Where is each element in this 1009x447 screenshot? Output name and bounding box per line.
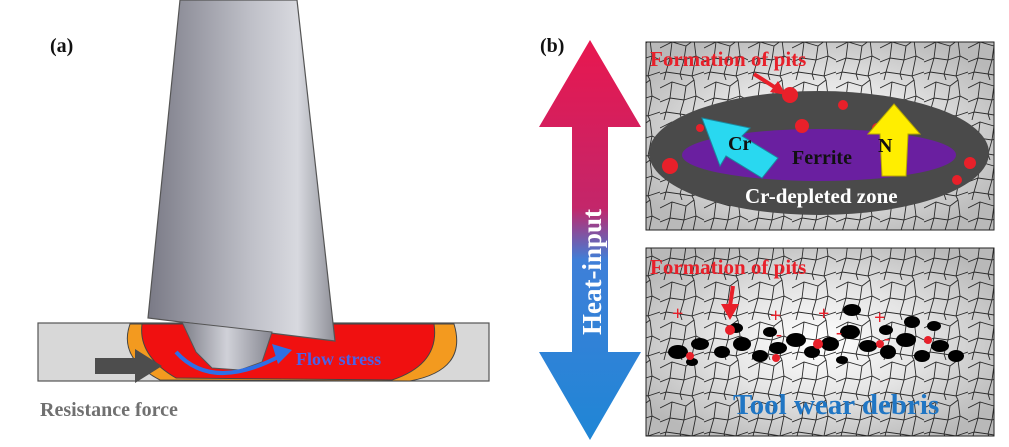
pit [795,119,809,133]
pit [838,100,848,110]
bottom-pits-label: Formation of pits [650,255,806,279]
panel-a: (a) Flow stress Resistance force [37,0,490,421]
debris-pits [686,325,932,362]
wear-debris [668,304,964,366]
pit [696,124,704,132]
plus-sign: + [672,303,683,325]
flow-arrow [174,350,281,375]
zone-label: Cr-depleted zone [745,184,898,208]
flow-arrow-head [272,344,292,364]
top-microstructure-panel: Cr N Ferrite Cr-depleted zone Formation … [646,42,994,230]
panel-b: (b) Heat-input Cr N Ferrite [539,35,995,440]
panel-a-label: (a) [50,35,73,57]
plus-sign: + [770,305,781,327]
top-pits-label: Formation of pits [650,47,806,71]
pits-pointer [752,72,778,90]
pits-pointer [728,285,735,307]
minus-sign: - [776,324,782,344]
pit [964,157,976,169]
cr-arrow [701,117,779,179]
bottom-panel-border [645,247,995,437]
n-arrow [866,103,922,177]
plus-sign: + [818,303,829,325]
debris-label: Tool wear debris [733,389,939,421]
n-label: N [878,135,893,157]
ferrite-label: Ferrite [792,147,852,169]
heat-input-arrow [539,40,641,440]
minus-sign: - [836,322,842,342]
pit [952,175,962,185]
cr-label: Cr [728,133,751,155]
pit [662,158,678,174]
plus-sign: + [874,307,885,329]
tool-shoulder [147,0,336,342]
bottom-microstructure-panel: + + + + - - - Formation of pits Tool wea… [646,248,994,436]
panel-b-label: (b) [540,35,564,57]
heat-input-label: Heat-input [577,209,607,335]
pits-pointer-head [721,304,739,320]
top-panel-border [645,41,995,231]
pit [782,87,798,103]
flow-stress-label: Flow stress [296,349,381,369]
minus-sign: - [884,328,890,348]
resistance-force-label: Resistance force [40,399,178,421]
resistance-arrow [95,349,162,383]
pits-pointer-head [770,81,786,95]
